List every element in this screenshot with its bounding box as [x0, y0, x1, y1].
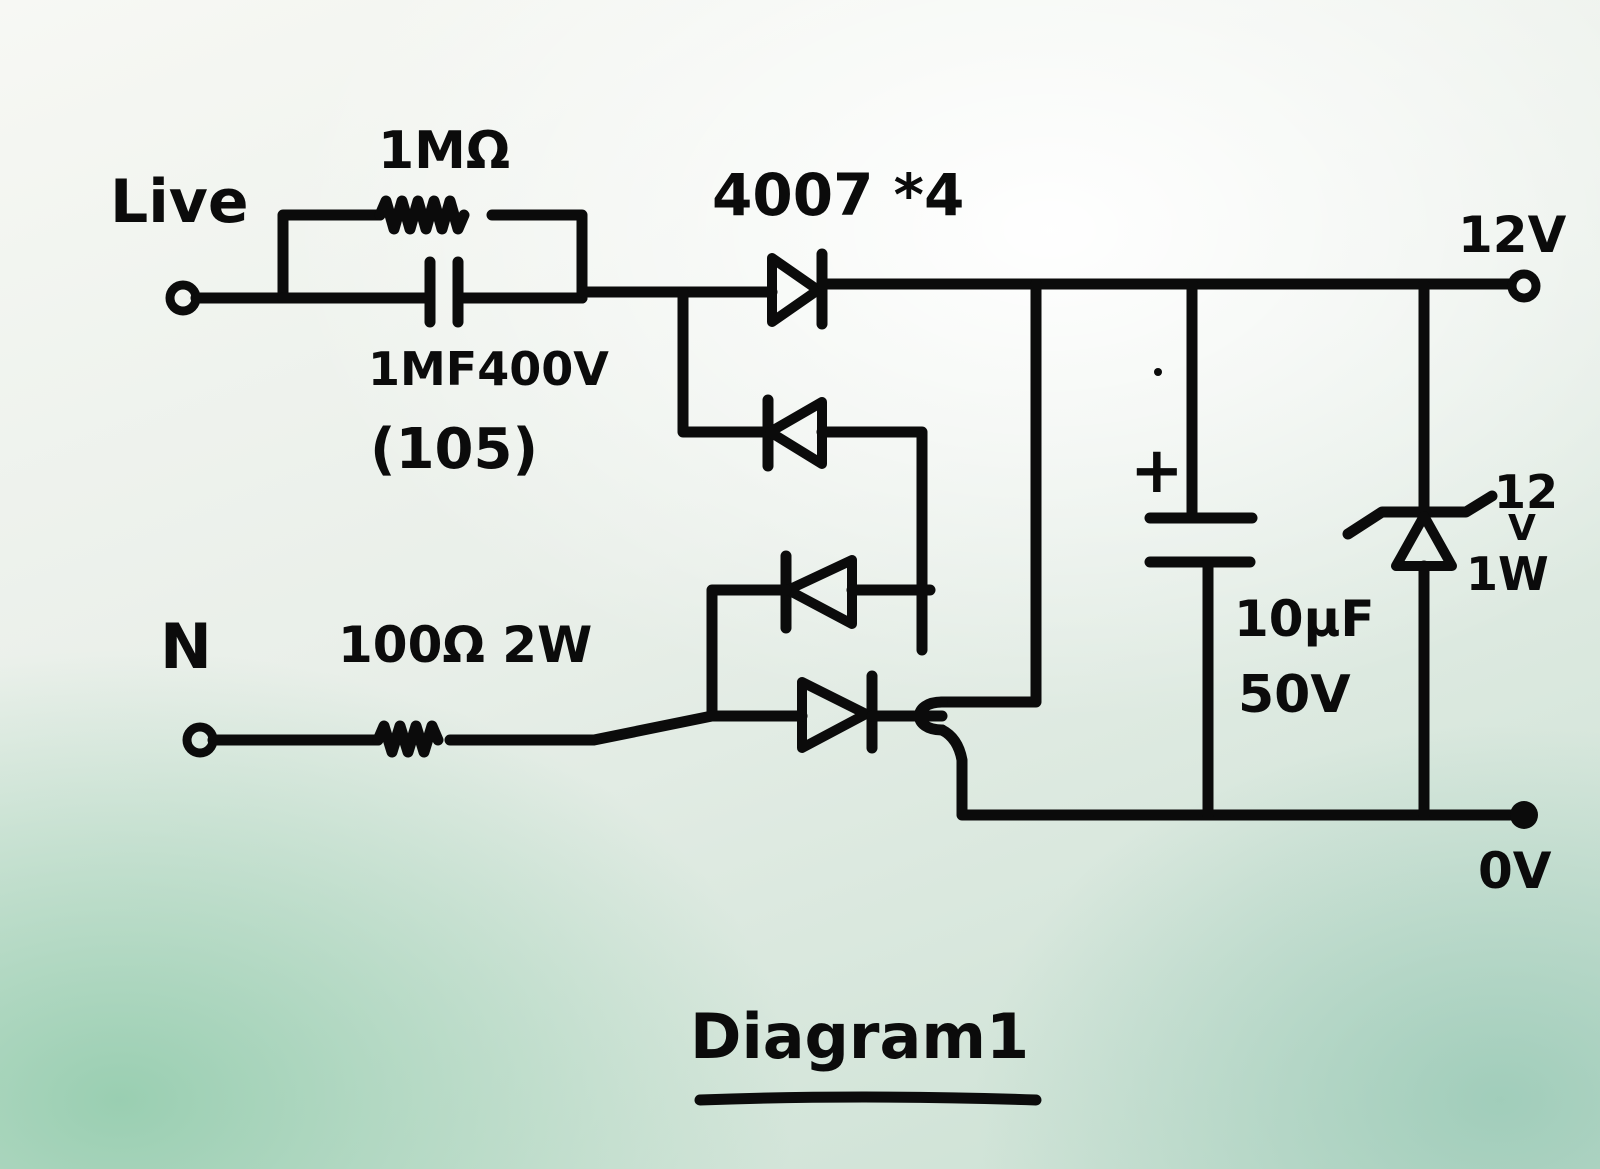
- label-capacitor-value: 1MF400V: [368, 342, 609, 396]
- label-cap-voltage: 50V: [1238, 665, 1351, 725]
- zener-diode: [1342, 278, 1498, 821]
- label-resistor-100ohm: 100Ω 2W: [338, 616, 592, 674]
- resistor-1mohm: [374, 195, 470, 235]
- filter-capacitor: [1144, 278, 1258, 821]
- bridge-left-wire: [677, 286, 770, 438]
- bridge-right-mid-wire: [816, 426, 928, 656]
- label-output-0v: 0V: [1478, 842, 1552, 900]
- output-0v-terminal: [1510, 801, 1538, 829]
- live-input: [165, 195, 778, 328]
- diode-d1: [767, 253, 823, 327]
- rc-top-left-wire: [277, 209, 386, 304]
- label-cap-capacitance: 10µF: [1234, 590, 1375, 648]
- label-neutral: N: [160, 610, 212, 683]
- label-live: Live: [110, 167, 249, 237]
- bridge-positive-return: [936, 278, 1042, 708]
- bridge-rectifier: [677, 248, 1516, 821]
- label-zener-voltage: 12: [1494, 465, 1558, 519]
- diagram-caption: Diagram1: [690, 1000, 1029, 1073]
- ground-rail: [936, 724, 1516, 821]
- caption-underline: [694, 1091, 1042, 1106]
- output-12v-terminal: [1507, 269, 1541, 303]
- label-output-12v: 12V: [1458, 206, 1567, 264]
- neutral-input: [182, 710, 808, 758]
- neutral-to-bridge-wire: [444, 710, 808, 746]
- label-resistor-1mohm: 1MΩ: [378, 121, 510, 181]
- label-zener-power: 1W: [1466, 547, 1549, 601]
- ink-dot: [1154, 368, 1162, 376]
- resistor-100ohm: [372, 720, 444, 758]
- zener-triangle: [1391, 511, 1457, 571]
- label-zener-unit: V: [1508, 508, 1536, 549]
- label-plus-sign: +: [1130, 434, 1184, 508]
- label-capacitor-code: (105): [370, 417, 538, 482]
- d3-left-wire: [706, 584, 792, 722]
- diode-d3: [783, 555, 857, 629]
- diode-d4: [797, 677, 871, 753]
- label-diode-part: 4007 *4: [712, 161, 964, 229]
- rc-top-right-wire: [486, 209, 588, 304]
- diode-d2: [765, 397, 827, 469]
